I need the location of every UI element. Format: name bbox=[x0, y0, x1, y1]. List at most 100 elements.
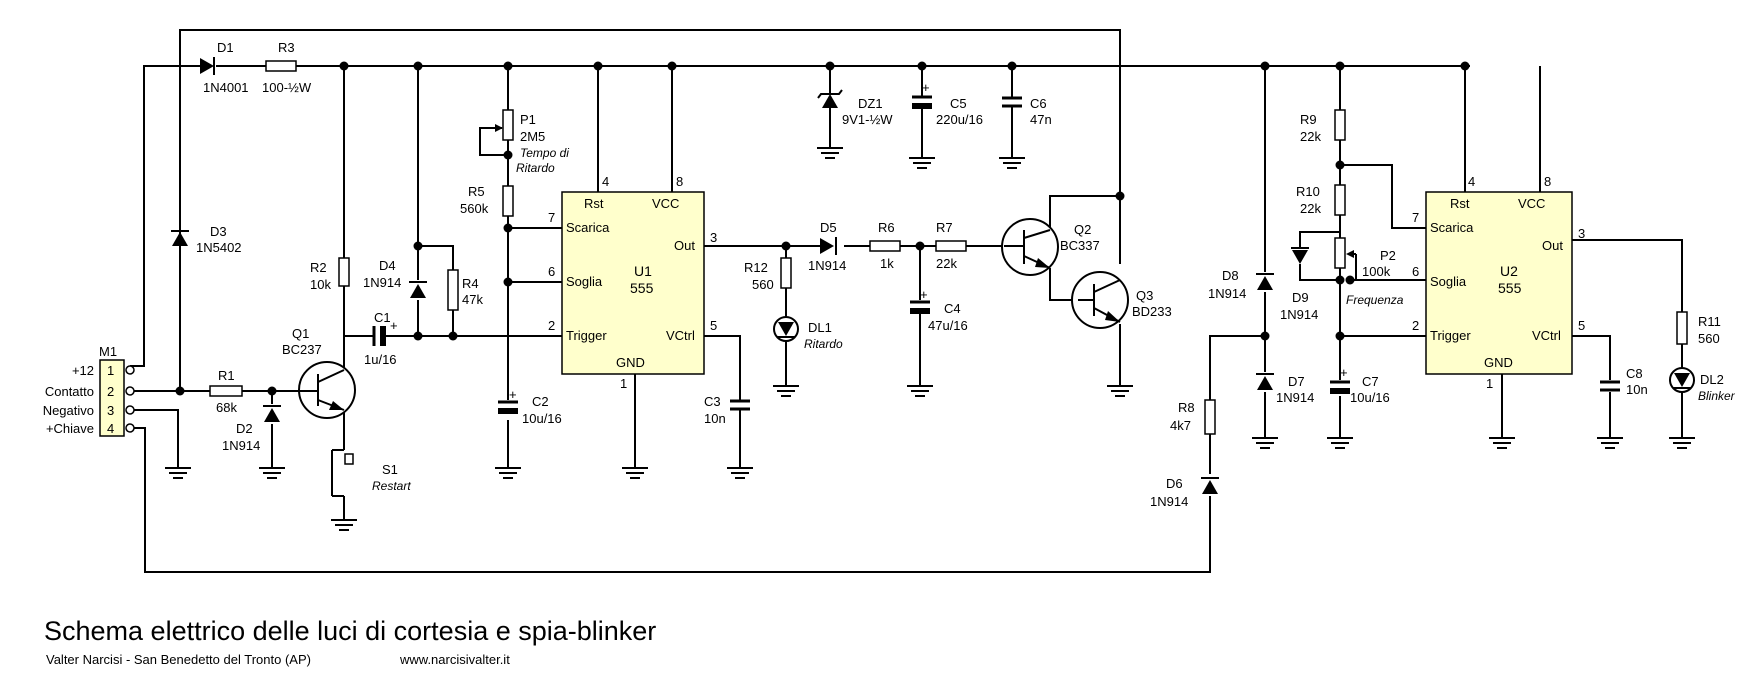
capacitor-c6: C6 47n bbox=[1002, 96, 1052, 127]
u2-pinnum: 6 bbox=[1412, 264, 1419, 279]
u2-pin-vctrl: VCtrl bbox=[1532, 328, 1561, 343]
website-link[interactable]: www.narcisivalter.it bbox=[400, 652, 510, 667]
p2-note: Frequenza bbox=[1346, 293, 1404, 307]
d8-ref: D8 bbox=[1222, 268, 1239, 283]
u1-pin-vcc: VCC bbox=[652, 196, 679, 211]
resistor-r10: R10 22k bbox=[1296, 184, 1346, 216]
diode-d2: D2 1N914 bbox=[222, 405, 281, 453]
p1-note2: Ritardo bbox=[516, 161, 555, 175]
r6-ref: R6 bbox=[878, 220, 895, 235]
led-dl1: DL1 Ritardo bbox=[773, 316, 843, 351]
r4-ref: R4 bbox=[462, 276, 479, 291]
c2-plus: + bbox=[509, 387, 517, 402]
resistor-r11: R11 560 bbox=[1676, 311, 1721, 346]
u2-pinnum: 3 bbox=[1578, 226, 1585, 241]
u1-pin-gnd: GND bbox=[616, 355, 645, 370]
r8-value: 4k7 bbox=[1170, 418, 1191, 433]
u1-pinnum: 4 bbox=[602, 174, 609, 189]
c7-plus: + bbox=[1340, 365, 1348, 380]
r3-ref: R3 bbox=[278, 40, 295, 55]
c5-ref: C5 bbox=[950, 96, 967, 111]
u2-pinnum: 1 bbox=[1486, 376, 1493, 391]
r10-ref: R10 bbox=[1296, 184, 1320, 199]
resistor-r6: R6 1k bbox=[869, 220, 901, 271]
u2-pin-gnd: GND bbox=[1484, 355, 1513, 370]
connector-pin-num: 1 bbox=[107, 363, 114, 378]
c6-ref: C6 bbox=[1030, 96, 1047, 111]
d7-ref: D7 bbox=[1288, 374, 1305, 389]
u1-pin-rst: Rst bbox=[584, 196, 604, 211]
c1-ref: C1 bbox=[374, 310, 391, 325]
r9-value: 22k bbox=[1300, 129, 1321, 144]
c2-ref: C2 bbox=[532, 394, 549, 409]
resistor-r4: R4 47k bbox=[447, 269, 483, 311]
d5-ref: D5 bbox=[820, 220, 837, 235]
r7-ref: R7 bbox=[936, 220, 953, 235]
r2-value: 10k bbox=[310, 277, 331, 292]
q3-value: BD233 bbox=[1132, 304, 1172, 319]
d5-value: 1N914 bbox=[808, 258, 846, 273]
dl2-ref: DL2 bbox=[1700, 372, 1724, 387]
r5-value: 560k bbox=[460, 201, 489, 216]
c4-ref: C4 bbox=[944, 301, 961, 316]
capacitor-c2: + C2 10u/16 bbox=[498, 387, 562, 426]
capacitor-c8: C8 10n bbox=[1600, 366, 1648, 397]
resistor-r8: R8 4k7 bbox=[1170, 399, 1216, 435]
connector-pin-label: +Chiave bbox=[46, 421, 94, 436]
d3-value: 1N5402 bbox=[196, 240, 242, 255]
diode-d6: D6 1N914 bbox=[1150, 476, 1219, 509]
transistor-q1: Q1 BC237 bbox=[282, 326, 356, 419]
u1-pinnum: 3 bbox=[710, 230, 717, 245]
diode-d5: D5 1N914 bbox=[808, 220, 846, 273]
u1-pinnum: 2 bbox=[548, 318, 555, 333]
d1-value: 1N4001 bbox=[203, 80, 249, 95]
d7-value: 1N914 bbox=[1276, 390, 1314, 405]
u1-ref: U1 bbox=[634, 263, 652, 279]
u2-pin-soglia: Soglia bbox=[1430, 274, 1467, 289]
zener-dz1: DZ1 9V1-½W bbox=[817, 89, 893, 127]
switch-s1: S1 Restart bbox=[331, 449, 411, 497]
r4-value: 47k bbox=[462, 292, 483, 307]
connector-pin-label: Negativo bbox=[43, 403, 94, 418]
c4-plus: + bbox=[920, 287, 928, 302]
dl1-ref: DL1 bbox=[808, 320, 832, 335]
u2-ref: U2 bbox=[1500, 263, 1518, 279]
p1-ref: P1 bbox=[520, 112, 536, 127]
c8-ref: C8 bbox=[1626, 366, 1643, 381]
s1-note: Restart bbox=[372, 479, 411, 493]
p2-ref: P2 bbox=[1380, 248, 1396, 263]
diode-d8: D8 1N914 bbox=[1208, 268, 1274, 301]
author-credit: Valter Narcisi - San Benedetto del Tront… bbox=[46, 652, 311, 667]
capacitor-c1: + C1 1u/16 bbox=[364, 310, 398, 367]
r8-ref: R8 bbox=[1178, 400, 1195, 415]
connector-pin-num: 3 bbox=[107, 403, 114, 418]
u1-pinnum: 7 bbox=[548, 210, 555, 225]
d9-ref: D9 bbox=[1292, 290, 1309, 305]
r2-ref: R2 bbox=[310, 260, 327, 275]
q3-ref: Q3 bbox=[1136, 288, 1153, 303]
u2-pin-vcc: VCC bbox=[1518, 196, 1545, 211]
c5-value: 220u/16 bbox=[936, 112, 983, 127]
circuit-schematic: M1 1 2 3 4 +12 Contatto Negativo +Chiave… bbox=[43, 29, 1736, 573]
c8-value: 10n bbox=[1626, 382, 1648, 397]
dz1-value: 9V1-½W bbox=[842, 112, 893, 127]
u1-pin-out: Out bbox=[674, 238, 695, 253]
resistor-r12: R12 560 bbox=[744, 257, 792, 292]
d6-value: 1N914 bbox=[1150, 494, 1188, 509]
u1-pin-scarica: Scarica bbox=[566, 220, 610, 235]
connector-pin-num: 4 bbox=[107, 421, 114, 436]
dl2-note: Blinker bbox=[1698, 389, 1736, 403]
dl1-note: Ritardo bbox=[804, 337, 843, 351]
u1-pinnum: 1 bbox=[620, 376, 627, 391]
c1-value: 1u/16 bbox=[364, 352, 397, 367]
resistor-r2: R2 10k bbox=[310, 257, 350, 292]
r12-ref: R12 bbox=[744, 260, 768, 275]
r11-value: 560 bbox=[1698, 331, 1720, 346]
potentiometer-p1: P1 2M5 Tempo di Ritardo bbox=[495, 109, 569, 175]
potentiometer-p2: P2 100k Frequenza bbox=[1334, 237, 1404, 307]
u1-pin-trigger: Trigger bbox=[566, 328, 607, 343]
u1-pinnum: 5 bbox=[710, 318, 717, 333]
diode-d7: D7 1N914 bbox=[1256, 373, 1314, 405]
u2-pinnum: 2 bbox=[1412, 318, 1419, 333]
capacitor-c3: C3 10n bbox=[704, 394, 750, 426]
